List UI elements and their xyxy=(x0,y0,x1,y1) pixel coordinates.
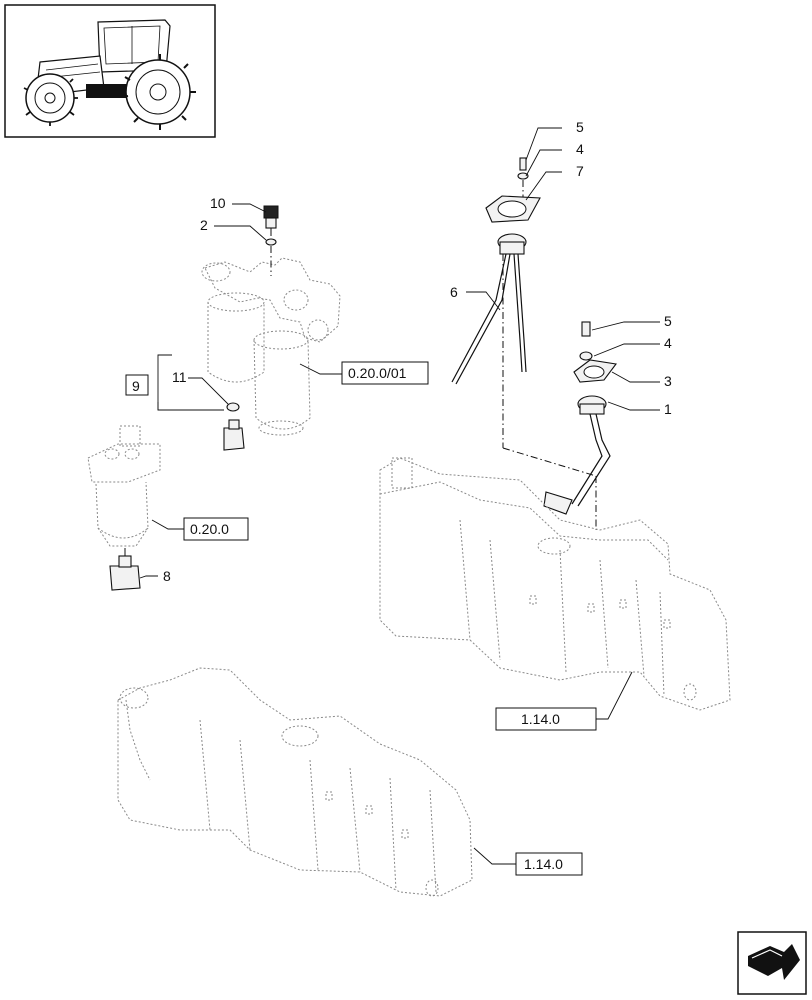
gasket-part-3 xyxy=(573,359,617,383)
washer-part-2 xyxy=(265,238,277,246)
callout-2: 2 xyxy=(200,217,208,233)
callout-7: 7 xyxy=(576,163,584,179)
reference-link-1-14-0-upper[interactable]: 1.14.0 xyxy=(495,707,597,731)
callout-9: 9 xyxy=(132,378,140,394)
fuel-filter-housing-ghost xyxy=(201,257,341,436)
fuel-tank-ghost-lower xyxy=(117,667,473,897)
leader-lines xyxy=(139,127,660,865)
callout-5-top: 5 xyxy=(576,119,584,135)
callout-1: 1 xyxy=(664,401,672,417)
reference-link-1-14-0-lower[interactable]: 1.14.0 xyxy=(515,852,583,876)
sender-unit-part-6 xyxy=(451,233,527,385)
callout-4-lower: 4 xyxy=(664,335,672,351)
reference-link-0-20-0-01[interactable]: 0.20.0/01 xyxy=(341,361,429,385)
reference-label: 1.14.0 xyxy=(521,711,560,727)
reference-label: 1.14.0 xyxy=(524,856,563,872)
washer-part-4-lower xyxy=(579,351,593,361)
callout-6: 6 xyxy=(450,284,458,300)
gasket-part-7 xyxy=(485,195,541,223)
reference-link-0-20-0[interactable]: 0.20.0 xyxy=(183,517,249,541)
water-separator-ghost xyxy=(87,425,161,547)
washer-part-11 xyxy=(226,402,240,412)
group-bracket xyxy=(157,354,224,411)
callout-3: 3 xyxy=(664,373,672,389)
drain-plug xyxy=(223,419,245,451)
reference-label: 0.20.0/01 xyxy=(348,365,407,381)
bowl-part-8 xyxy=(109,548,141,591)
callout-4-top: 4 xyxy=(576,141,584,157)
next-page-arrow-icon[interactable] xyxy=(737,931,807,995)
level-sender-part-1 xyxy=(543,395,611,515)
callout-11: 11 xyxy=(172,369,187,385)
screw-part-5-top xyxy=(519,157,527,171)
reference-label: 0.20.0 xyxy=(190,521,229,537)
tractor-thumbnail-icon[interactable] xyxy=(4,4,216,138)
callout-8: 8 xyxy=(163,568,171,584)
washer-part-4-top xyxy=(517,172,529,180)
fuel-tank-ghost-upper xyxy=(379,457,731,711)
sensor-part-10 xyxy=(263,205,279,236)
callout-9-box xyxy=(125,374,149,396)
callout-5-lower: 5 xyxy=(664,313,672,329)
callout-10: 10 xyxy=(210,195,226,211)
screw-part-5-lower xyxy=(581,321,591,337)
